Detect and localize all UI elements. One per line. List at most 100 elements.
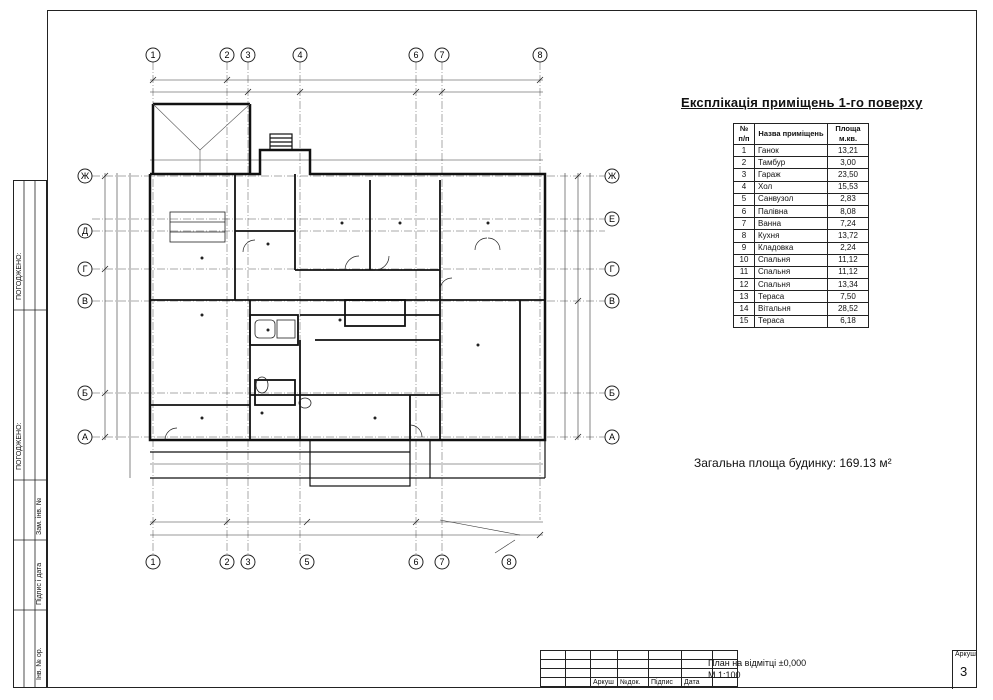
axis-label-bottom-3: 3 bbox=[245, 557, 250, 567]
title-block-col-doc: №док. bbox=[617, 677, 649, 687]
explication-room-number: 1 bbox=[733, 143, 755, 158]
drawing-frame bbox=[47, 10, 977, 688]
explication-room-name: Палівна bbox=[754, 204, 828, 219]
explication-room-area: 28,52 bbox=[827, 302, 869, 316]
title-block-col-sign: Підпис bbox=[648, 677, 682, 687]
room-marks bbox=[200, 221, 490, 420]
explication-room-name: Тамбур bbox=[754, 156, 828, 170]
explication-room-number: 14 bbox=[733, 302, 755, 316]
explication-header-name: Назва приміщень bbox=[754, 123, 828, 145]
explication-room-number: 13 bbox=[733, 290, 755, 304]
explication-room-area: 7,24 bbox=[827, 217, 869, 231]
terrace-structure bbox=[150, 439, 546, 487]
explication-room-area: 2,24 bbox=[827, 241, 869, 255]
title-block-col-sheet: Аркуш bbox=[590, 677, 618, 687]
explication-room-name: Тераса bbox=[754, 290, 828, 304]
explication-header-row: № п/п Назва приміщень Площа м.кв. bbox=[733, 123, 869, 145]
explication-room-name: Кухня bbox=[754, 229, 828, 243]
explication-room-name: Ганок bbox=[754, 143, 828, 158]
explication-room-area: 3,00 bbox=[827, 156, 869, 170]
explication-room-number: 7 bbox=[733, 217, 755, 231]
dimension-ticks bbox=[101, 76, 582, 539]
axis-label-bottom-6: 6 bbox=[413, 557, 418, 567]
explication-room-area: 8,08 bbox=[827, 204, 869, 219]
explication-title: Експлікація приміщень 1-го поверху bbox=[681, 95, 923, 110]
axis-label-top-3: 3 bbox=[245, 50, 250, 60]
explication-room-name: Ванна bbox=[754, 217, 828, 231]
explication-room-number: 6 bbox=[733, 204, 755, 219]
explication-room-area: 13,21 bbox=[827, 143, 869, 158]
explication-room-name: Спальня bbox=[754, 253, 828, 267]
door-swings bbox=[164, 237, 501, 441]
axis-label-bottom-5: 5 bbox=[304, 557, 309, 567]
explication-room-number: 12 bbox=[733, 278, 755, 292]
axis-label-left-b: Б bbox=[82, 388, 88, 398]
axis-label-top-1: 1 bbox=[150, 50, 155, 60]
axis-label-left-zh: Ж bbox=[81, 171, 90, 181]
axis-markers bbox=[77, 47, 620, 570]
sheet-title-block: План на відмітці ±0,000 М 1:100 bbox=[708, 657, 806, 681]
explication-header-area: Площа м.кв. bbox=[827, 123, 869, 145]
axis-label-right-e: Е bbox=[609, 214, 615, 224]
explication-room-number: 8 bbox=[733, 229, 755, 243]
side-strip-lines bbox=[13, 180, 47, 688]
explication-room-number: 3 bbox=[733, 168, 755, 182]
interior-walls bbox=[150, 174, 545, 440]
sheet-number-label: Аркуш bbox=[955, 651, 976, 658]
axis-label-top-4: 4 bbox=[297, 50, 302, 60]
axis-label-right-a: А bbox=[609, 432, 615, 442]
explication-room-area: 13,72 bbox=[827, 229, 869, 243]
side-approval-strip: ПОГОДЖЕНО: ПОГОДЖЕНО: Зам. інв. № Підпис… bbox=[13, 180, 47, 688]
axis-label-top-7: 7 bbox=[439, 50, 444, 60]
explication-room-name: Хол bbox=[754, 180, 828, 194]
axis-label-right-zh: Ж bbox=[608, 171, 617, 181]
explication-room-area: 6,18 bbox=[827, 314, 869, 328]
explication-header-number: № п/п bbox=[733, 123, 755, 145]
axis-label-top-8: 8 bbox=[537, 50, 542, 60]
sheet-title-line-1: План на відмітці ±0,000 bbox=[708, 658, 807, 668]
axis-marker-labels: 1 2 3 4 6 7 8 1 2 3 5 6 7 8 Ж Д Г В Б А … bbox=[81, 50, 617, 567]
explication-room-area: 11,12 bbox=[827, 253, 869, 267]
axis-label-right-v: В bbox=[609, 296, 615, 306]
explication-room-area: 23,50 bbox=[827, 168, 869, 182]
roof-hatch bbox=[152, 103, 251, 172]
axis-label-left-a: А bbox=[82, 432, 88, 442]
axis-label-top-6: 6 bbox=[413, 50, 418, 60]
axis-label-left-d: Д bbox=[82, 226, 88, 236]
axis-label-bottom-2: 2 bbox=[224, 557, 229, 567]
explication-room-name: Гараж bbox=[754, 168, 828, 182]
explication-room-area: 7,50 bbox=[827, 290, 869, 304]
axis-label-left-v: В bbox=[82, 296, 88, 306]
explication-room-name: Вітальня bbox=[754, 302, 828, 316]
dimension-lines bbox=[104, 79, 591, 554]
axis-grid-lines bbox=[92, 62, 605, 555]
total-building-area: Загальна площа будинку: 169.13 м² bbox=[694, 456, 892, 470]
explication-room-area: 11,12 bbox=[827, 265, 869, 280]
explication-room-number: 9 bbox=[733, 241, 755, 255]
explication-room-name: Спальня bbox=[754, 265, 828, 280]
explication-room-name: Спальня bbox=[754, 278, 828, 292]
title-block-grid: Аркуш №док. Підпис Дата bbox=[540, 650, 738, 687]
axis-label-top-2: 2 bbox=[224, 50, 229, 60]
axis-label-right-g: Г bbox=[610, 264, 615, 274]
axis-label-bottom-8: 8 bbox=[506, 557, 511, 567]
explication-room-name: Кладовка bbox=[754, 241, 828, 255]
explication-room-number: 11 bbox=[733, 265, 755, 280]
exterior-walls bbox=[148, 102, 547, 442]
explication-room-number: 10 bbox=[733, 253, 755, 267]
sheet-title-line-2: М 1:100 bbox=[708, 670, 741, 680]
